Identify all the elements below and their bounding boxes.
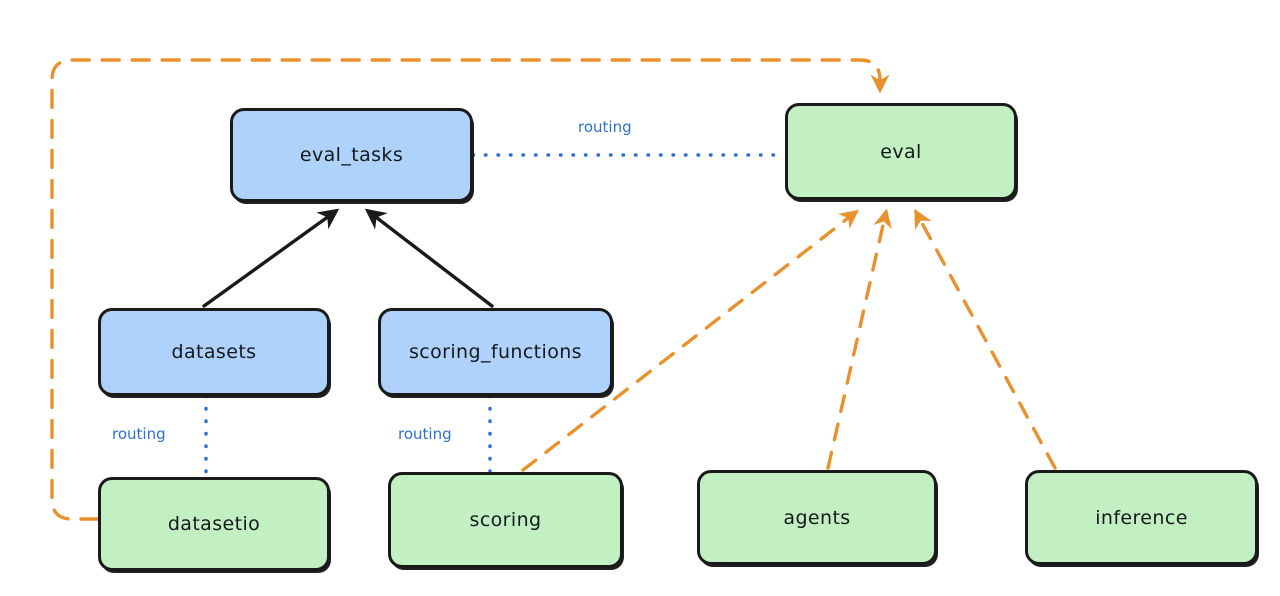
node-inference[interactable]: inference <box>1025 470 1258 565</box>
edge-datasets-to-eval_tasks <box>202 208 340 308</box>
node-datasets[interactable]: datasets <box>98 308 330 396</box>
node-agents[interactable]: agents <box>697 470 937 565</box>
node-scoring-functions[interactable]: scoring_functions <box>378 308 613 396</box>
edge-label-routing-eval: routing <box>578 118 632 136</box>
node-label: datasets <box>171 341 257 363</box>
edge-inference-to-eval <box>914 208 1057 470</box>
edge-label-routing-datasets: routing <box>112 425 166 443</box>
node-eval-tasks[interactable]: eval_tasks <box>230 108 473 202</box>
node-label: scoring_functions <box>409 341 582 363</box>
edge-agents-to-eval <box>826 208 892 470</box>
node-eval[interactable]: eval <box>785 103 1017 200</box>
node-scoring[interactable]: scoring <box>388 472 623 568</box>
node-label: inference <box>1095 506 1188 529</box>
node-datasetio[interactable]: datasetio <box>98 477 330 571</box>
node-label: datasetio <box>167 513 261 535</box>
edge-scoring_functions-to-eval_tasks <box>364 208 494 308</box>
node-label: scoring <box>469 509 542 531</box>
node-label: eval_tasks <box>299 144 404 166</box>
node-label: agents <box>783 506 851 529</box>
edge-label-routing-scoring: routing <box>398 425 452 443</box>
node-label: eval <box>880 140 922 163</box>
